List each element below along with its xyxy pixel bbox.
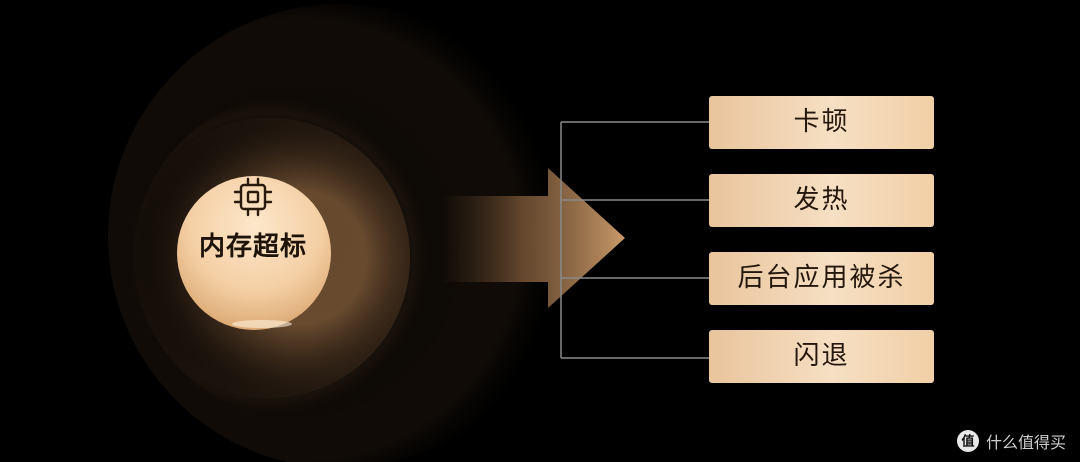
effect-box-overheat: 发热 xyxy=(709,174,934,227)
core-highlight xyxy=(232,320,292,328)
effect-label: 发热 xyxy=(793,185,850,215)
watermark-text: 什么值得买 xyxy=(985,433,1066,452)
svg-text:值: 值 xyxy=(961,434,974,450)
effect-box-crash: 闪退 xyxy=(709,330,934,383)
core-circle xyxy=(177,176,331,330)
effect-box-background-app-killed: 后台应用被杀 xyxy=(709,252,934,305)
connector-lines xyxy=(560,121,709,359)
effect-label: 闪退 xyxy=(793,341,850,371)
watermark: 值 什么值得买 xyxy=(956,428,1066,454)
effect-box-stutter: 卡顿 xyxy=(709,96,934,149)
effect-label: 卡顿 xyxy=(793,107,850,137)
chip-icon xyxy=(233,177,273,217)
effect-label: 后台应用被杀 xyxy=(737,263,906,293)
cause-node: 内存超标 xyxy=(178,176,328,263)
zhi-logo-icon: 值 xyxy=(956,430,979,452)
cause-label: 内存超标 xyxy=(198,232,307,262)
arrow-shape xyxy=(440,168,625,308)
